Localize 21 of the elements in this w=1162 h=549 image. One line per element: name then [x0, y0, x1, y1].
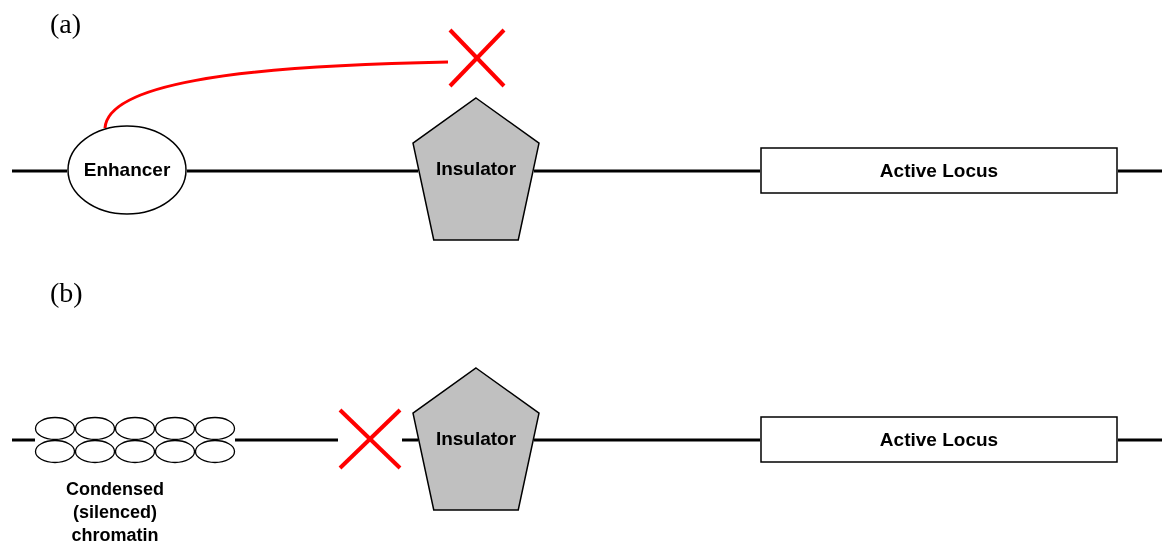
panel-label: (b) [50, 277, 83, 309]
insulator-pentagon: Insulator [412, 97, 540, 241]
dna-line [187, 169, 418, 173]
dna-line [1118, 438, 1162, 442]
dna-line [235, 438, 338, 442]
cross-mark [338, 408, 402, 470]
locus-box: Active Locus [760, 416, 1118, 463]
curved-line [103, 60, 449, 129]
dna-line [534, 438, 760, 442]
chromatin-beads-drawing [35, 417, 235, 463]
dna-line [12, 169, 67, 173]
dna-line [534, 169, 760, 173]
dna-line [12, 438, 35, 442]
enhancer-ellipse: Enhancer [67, 125, 187, 215]
dna-line [402, 438, 418, 442]
dna-line [1118, 169, 1162, 173]
panel-label: (a) [50, 8, 82, 40]
locus-box: Active Locus [760, 147, 1118, 194]
caption-text: Condensed (silenced) chromatin [65, 478, 165, 547]
cross-mark [448, 28, 506, 88]
insulator-pentagon: Insulator [412, 367, 540, 511]
